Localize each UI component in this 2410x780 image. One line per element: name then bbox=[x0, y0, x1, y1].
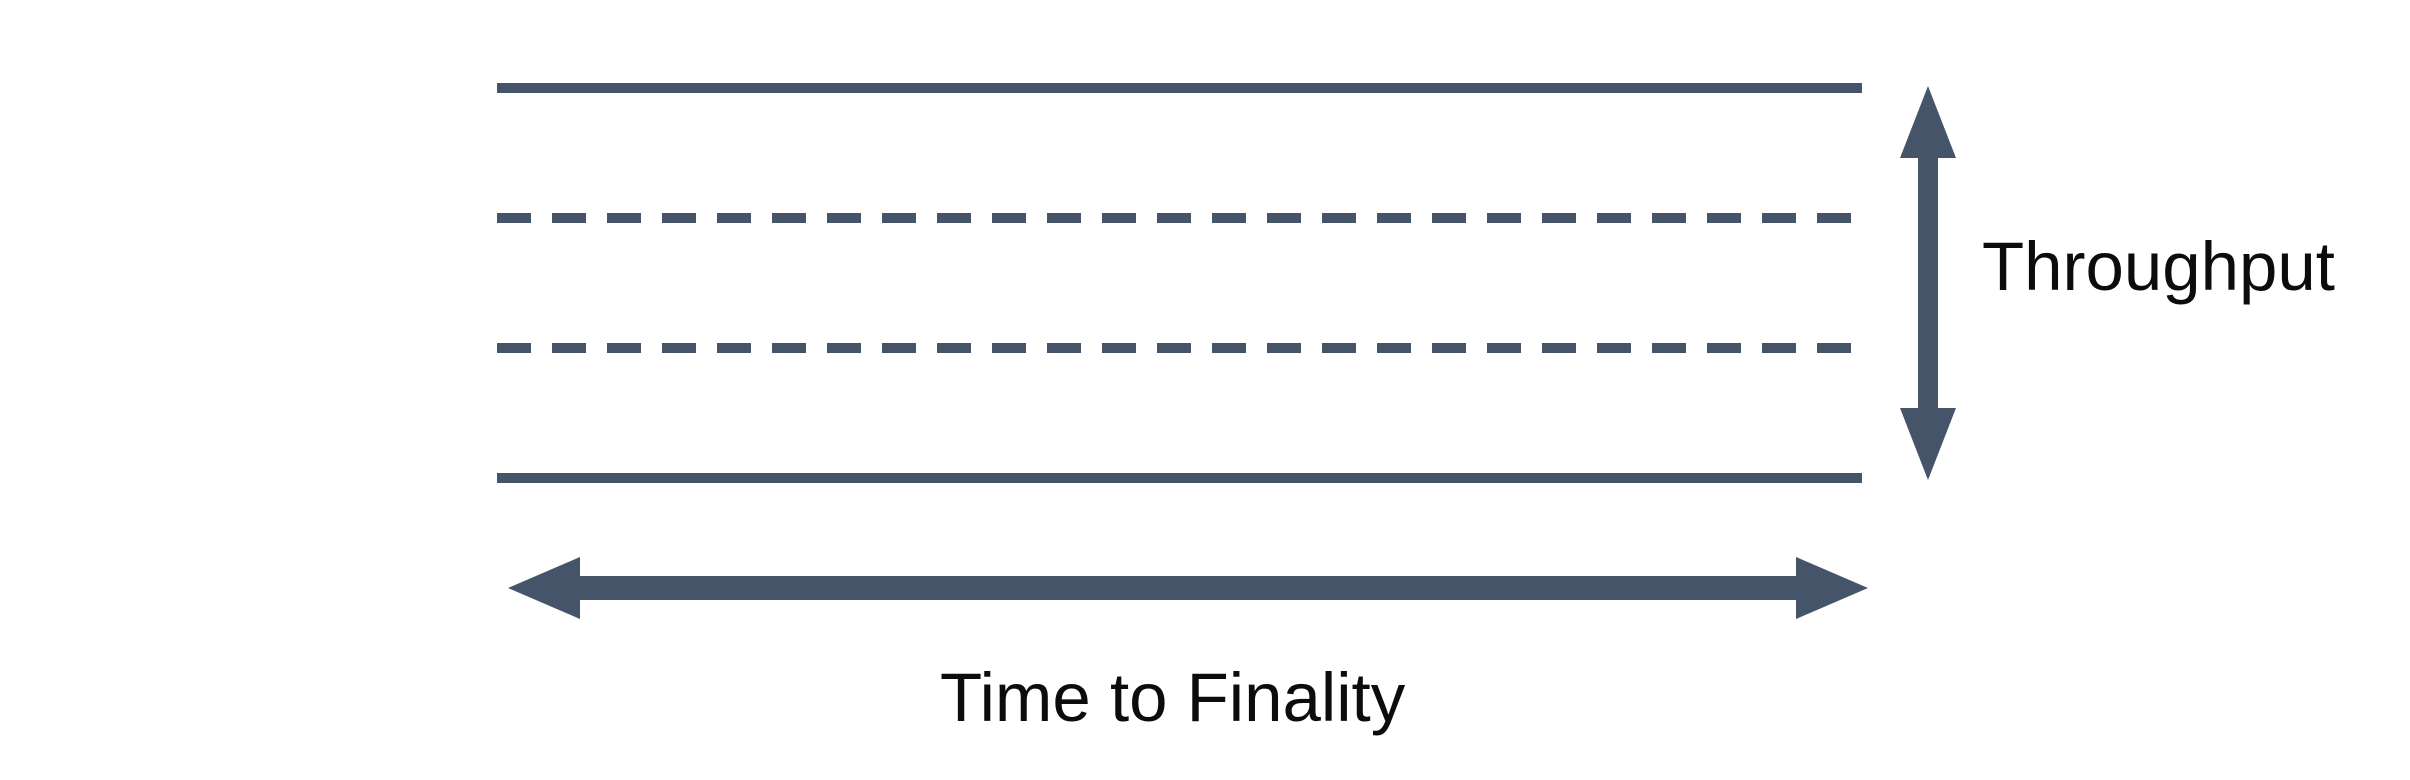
horizontal-arrow-head-left bbox=[508, 557, 580, 619]
horizontal-arrow-shaft bbox=[576, 576, 1800, 600]
horizontal-arrow-head-right bbox=[1796, 557, 1868, 619]
throughput-axis-label: Throughput bbox=[1982, 228, 2335, 305]
vertical-arrow-shaft bbox=[1918, 152, 1938, 414]
vertical-arrow-head-down bbox=[1900, 408, 1956, 480]
double-headed-horizontal-arrow-icon bbox=[508, 557, 1868, 619]
double-headed-vertical-arrow-icon bbox=[1900, 86, 1956, 480]
vertical-arrow-head-up bbox=[1900, 86, 1956, 158]
time-to-finality-axis-label: Time to Finality bbox=[940, 659, 1406, 736]
